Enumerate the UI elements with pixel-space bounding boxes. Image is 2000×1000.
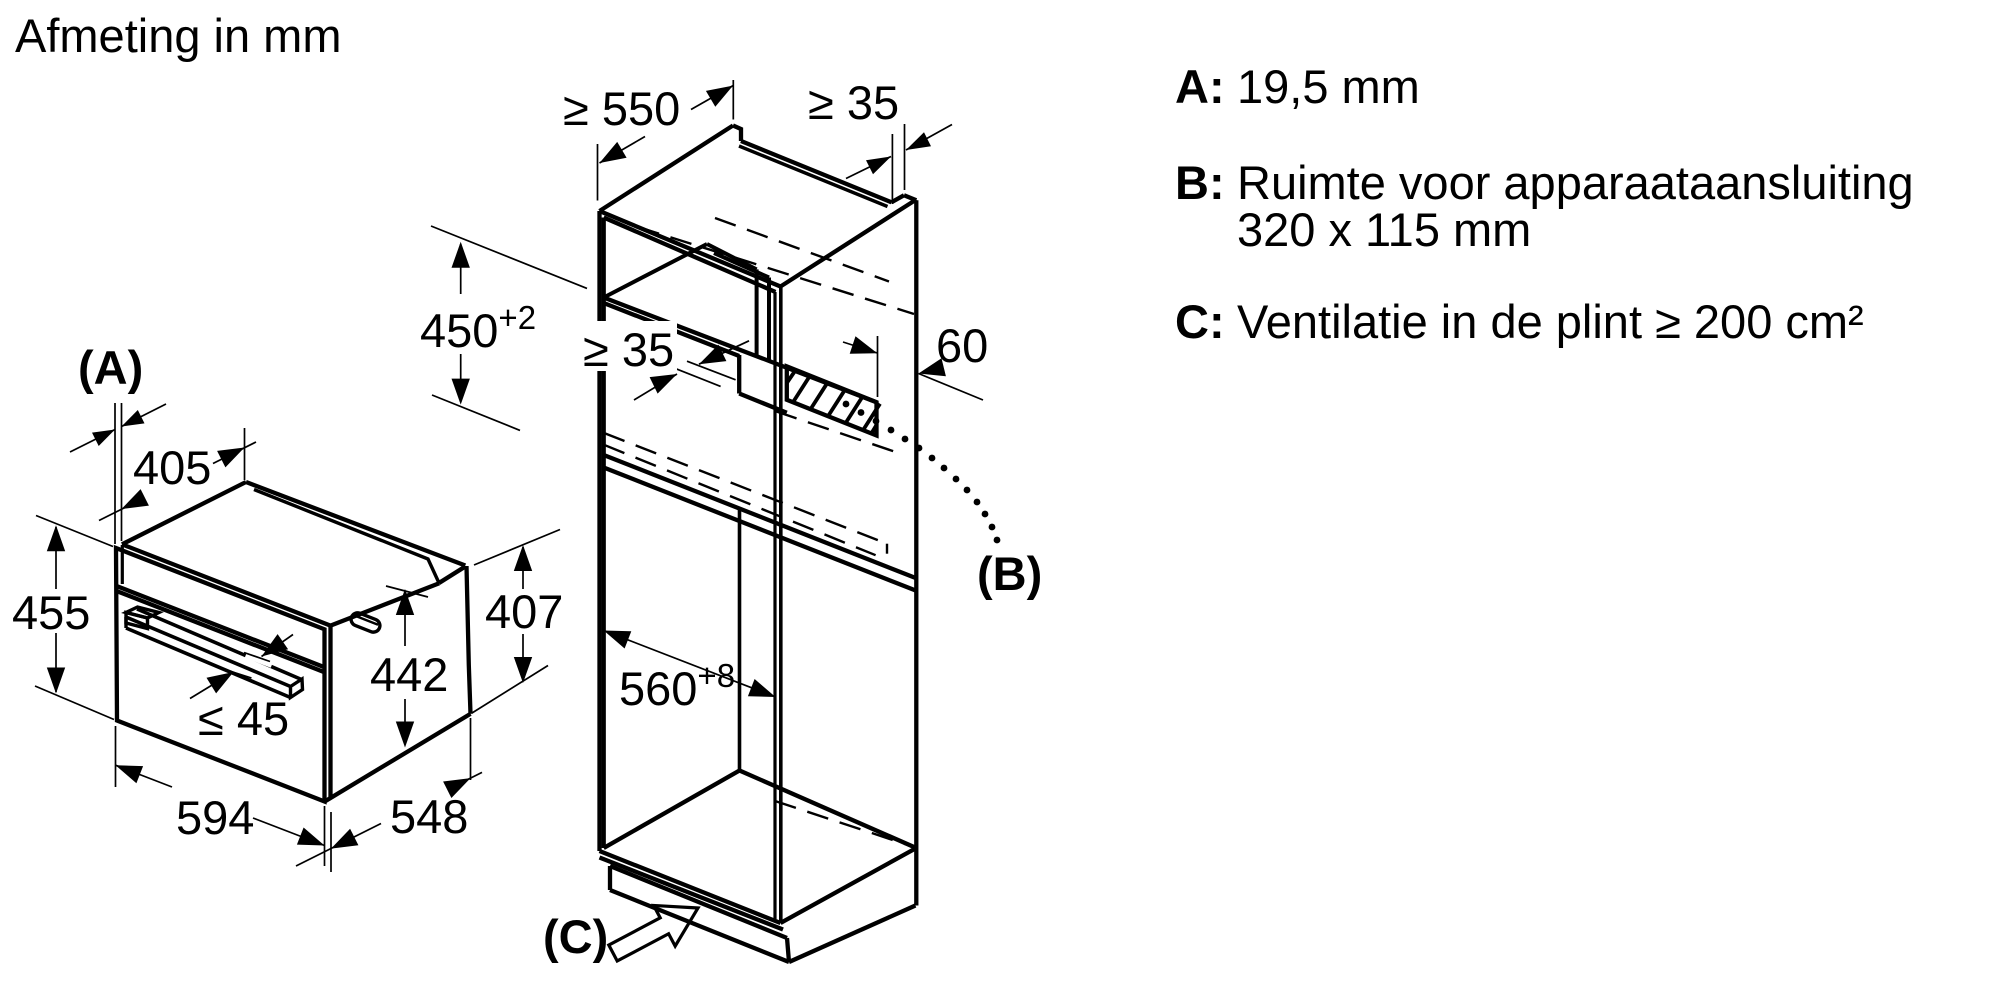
svg-text:≥ 550: ≥ 550 <box>563 82 680 135</box>
svg-text:Ruimte voor apparaataansluitin: Ruimte voor apparaataansluiting <box>1237 156 1914 209</box>
svg-text:548: 548 <box>390 790 468 843</box>
svg-text:(B): (B) <box>977 547 1042 600</box>
svg-text:≥ 35: ≥ 35 <box>583 323 674 376</box>
svg-text:≤ 45: ≤ 45 <box>198 692 289 745</box>
svg-text:Ventilatie in de plint ≥ 200 c: Ventilatie in de plint ≥ 200 cm² <box>1237 295 1864 348</box>
svg-text:A:: A: <box>1175 60 1225 113</box>
svg-text:594: 594 <box>176 791 254 844</box>
svg-text:60: 60 <box>936 319 988 372</box>
svg-text:405: 405 <box>133 441 211 494</box>
svg-text:19,5 mm: 19,5 mm <box>1237 60 1420 113</box>
svg-text:(C): (C) <box>543 910 608 963</box>
svg-text:(A): (A) <box>78 341 143 394</box>
svg-text:407: 407 <box>485 585 563 638</box>
svg-text:450+2: 450+2 <box>420 299 536 357</box>
svg-text:320 x 115 mm: 320 x 115 mm <box>1237 203 1531 256</box>
svg-text:455: 455 <box>12 586 90 639</box>
svg-text:B:: B: <box>1175 156 1225 209</box>
svg-text:≥ 35: ≥ 35 <box>808 76 899 129</box>
svg-text:442: 442 <box>370 648 448 701</box>
svg-text:C:: C: <box>1175 295 1225 348</box>
svg-text:Afmeting in mm: Afmeting in mm <box>15 9 341 62</box>
